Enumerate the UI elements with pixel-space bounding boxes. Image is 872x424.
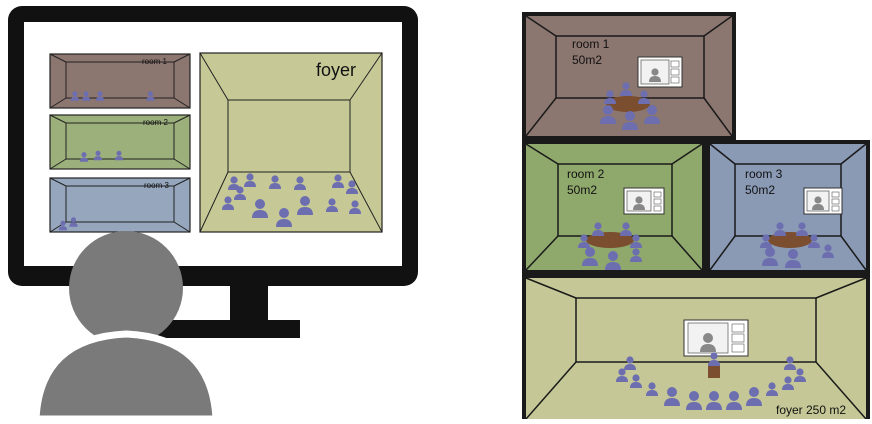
- plan-foyer: foyer 250 m2: [522, 274, 870, 423]
- meeting-table: [768, 232, 812, 248]
- plan-foyer-label: foyer 250 m2: [776, 403, 846, 417]
- monitor-base: [150, 320, 300, 338]
- monitor-stand: [230, 282, 268, 322]
- video-screen-icon: [803, 187, 843, 215]
- screen-room-1-label: room 1: [142, 57, 167, 66]
- plan-room-3-label: room 3: [745, 167, 783, 181]
- plan-room-1-area: 50m2: [572, 53, 602, 67]
- video-screen-icon: [623, 187, 665, 215]
- screen-room-1: room 1: [49, 53, 191, 109]
- plan-room-3: room 3 50m2: [706, 140, 870, 274]
- screen-room-2-label: room 2: [143, 118, 168, 127]
- floor-plan: room 1 50m2 room 2: [522, 12, 870, 423]
- plan-room-2: room 2 50m2: [522, 140, 706, 274]
- video-screen-icon: [637, 56, 683, 88]
- plan-room-2-label: room 2: [567, 167, 605, 181]
- plan-room-3-area: 50m2: [745, 183, 775, 197]
- user-silhouette-icon: [32, 231, 220, 423]
- meeting-table: [586, 232, 634, 248]
- video-screen-icon: [683, 319, 749, 357]
- meeting-table: [606, 96, 650, 112]
- screen-room-3-label: room 3: [144, 181, 169, 190]
- podium: [708, 364, 720, 378]
- plan-room-2-area: 50m2: [567, 183, 597, 197]
- monitor: room 1 room 2 room 3: [8, 6, 418, 338]
- screen-room-2: room 2: [49, 114, 191, 170]
- screen-foyer-label: foyer: [316, 60, 356, 80]
- plan-room-1: room 1 50m2: [522, 12, 736, 140]
- plan-room-1-label: room 1: [572, 37, 610, 51]
- screen-foyer: foyer: [199, 52, 383, 233]
- screen-room-3: room 3: [49, 177, 191, 233]
